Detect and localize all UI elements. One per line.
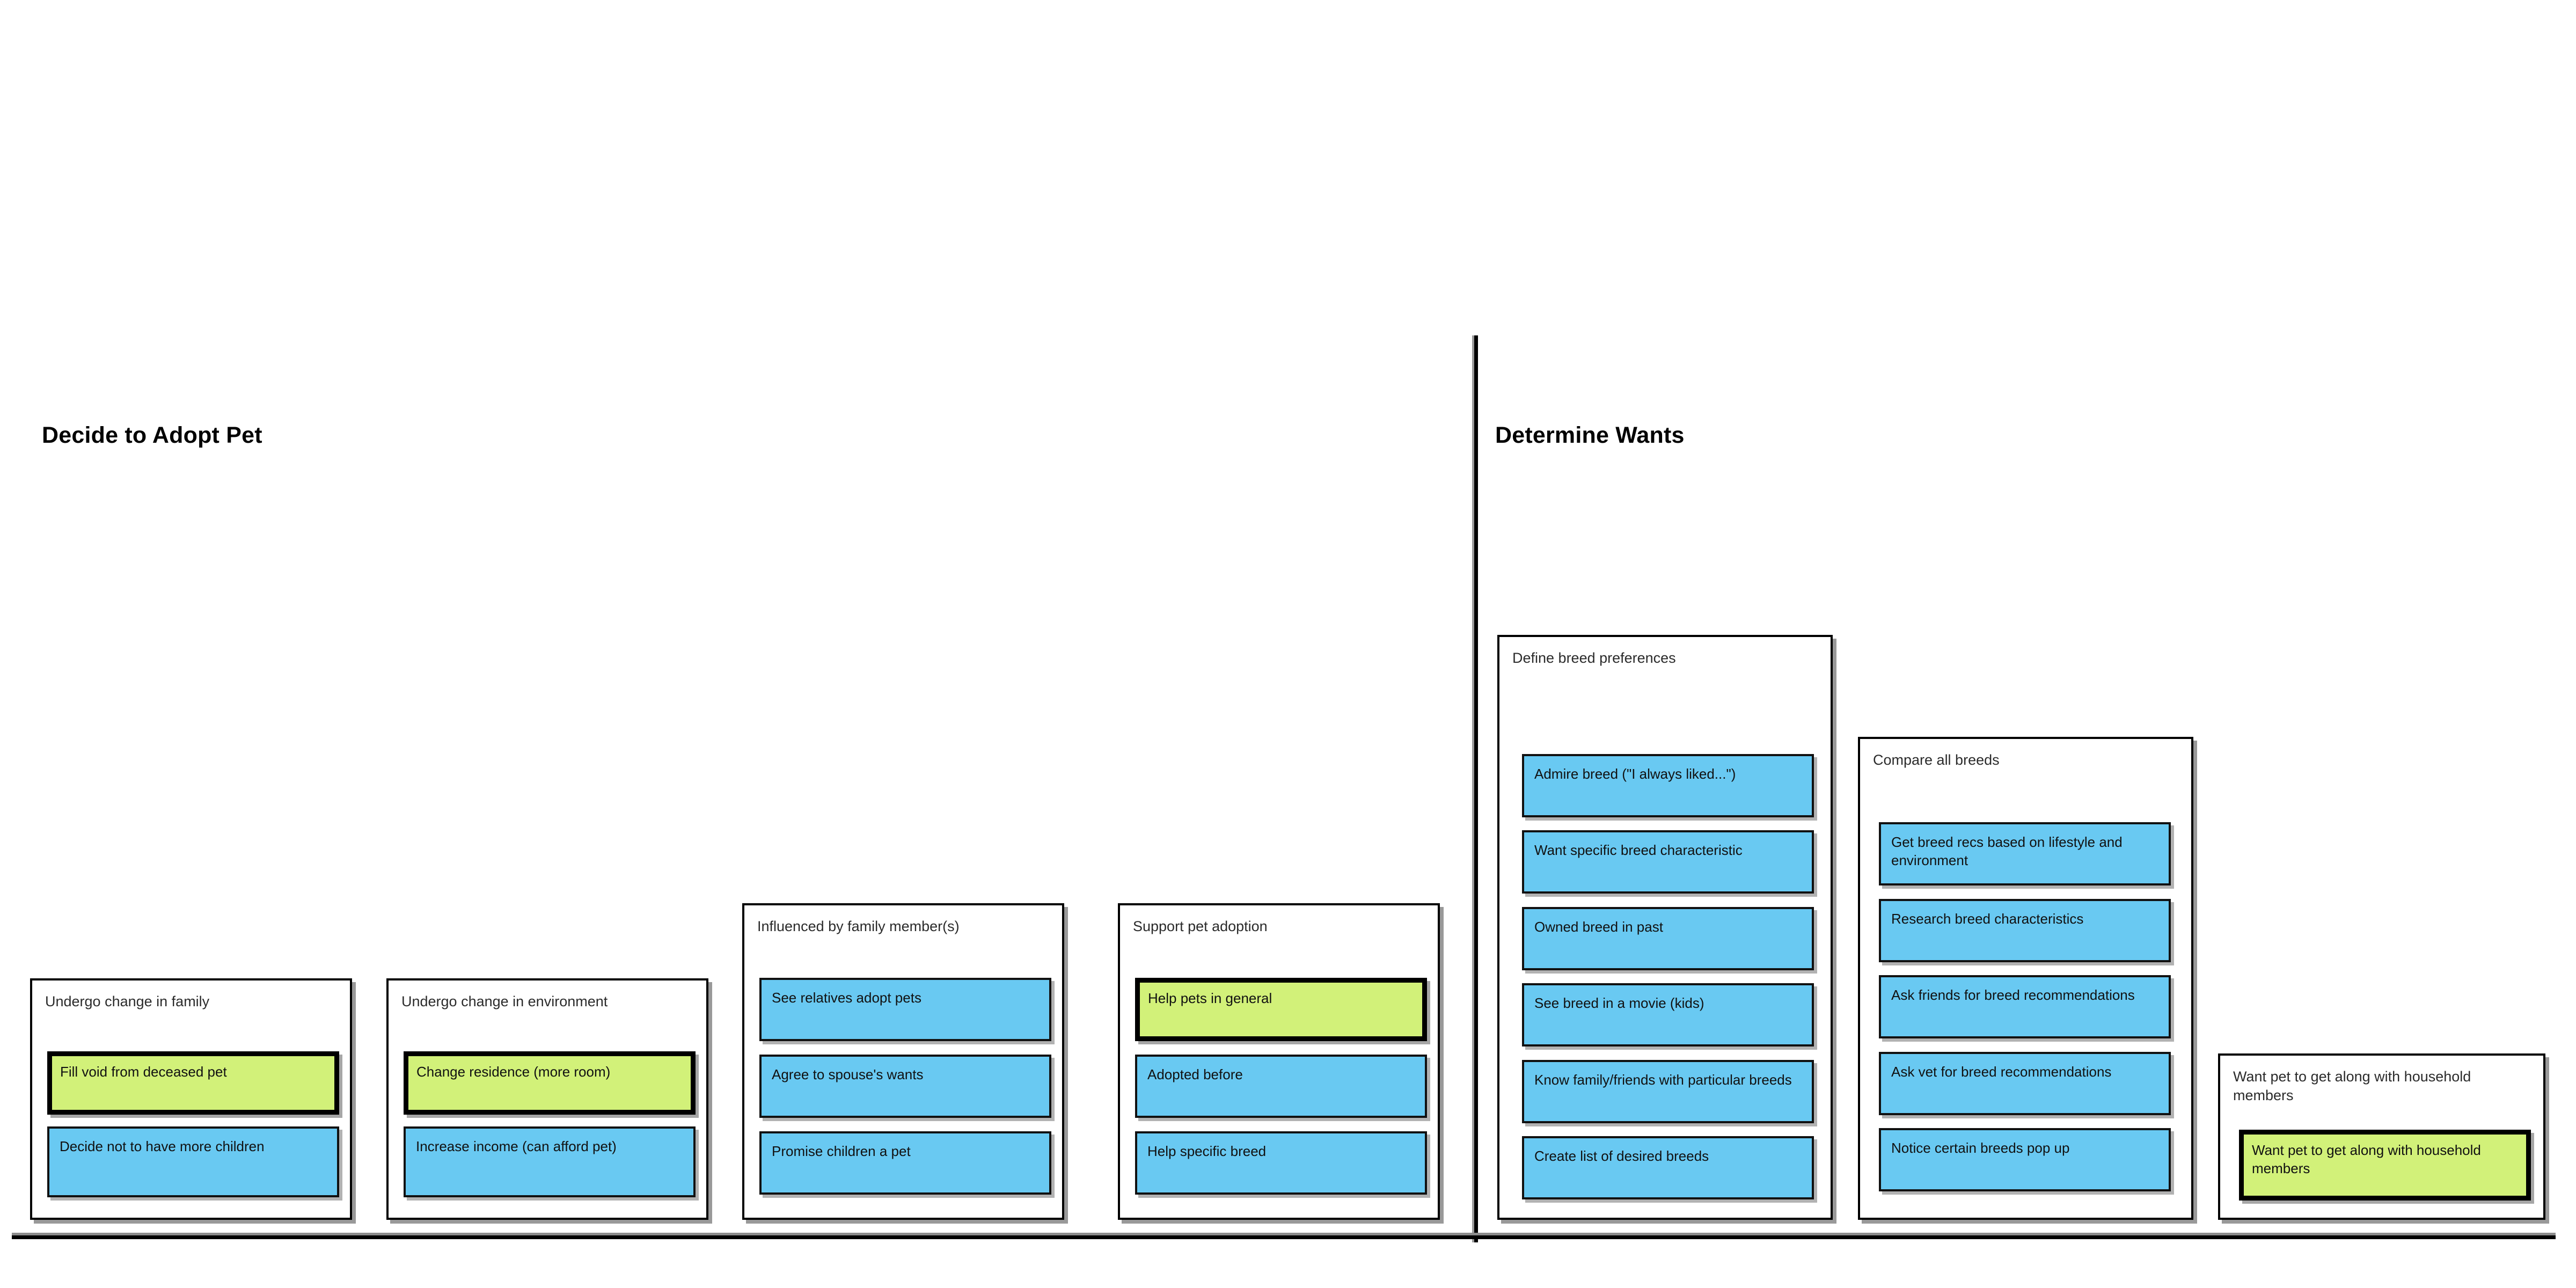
journey-card[interactable]: Agree to spouse's wants (759, 1055, 1051, 1118)
group-label-undergo-change-in-family: Undergo change in family (45, 993, 210, 1009)
journey-card-label: Want pet to get along with household mem… (2252, 1142, 2481, 1176)
journey-card-label: Change residence (more room) (416, 1064, 611, 1080)
journey-card[interactable]: Fill void from deceased pet (47, 1051, 339, 1115)
journey-card[interactable]: Know family/friends with particular bree… (1522, 1060, 1814, 1123)
journey-card-label: Decide not to have more children (60, 1138, 265, 1154)
group-label-define-breed-preferences: Define breed preferences (1512, 650, 1676, 666)
journey-card-label: Ask vet for breed recommendations (1891, 1064, 2112, 1080)
journey-card-label: Promise children a pet (772, 1143, 911, 1159)
journey-card-label: Research breed characteristics (1891, 911, 2084, 927)
journey-card[interactable]: Admire breed ("I always liked...") (1522, 754, 1814, 817)
journey-card-label: Increase income (can afford pet) (416, 1138, 617, 1154)
journey-card[interactable]: Ask friends for breed recommendations (1879, 975, 2171, 1038)
journey-card-label: Notice certain breeds pop up (1891, 1140, 2070, 1156)
journey-card[interactable]: Owned breed in past (1522, 907, 1814, 970)
journey-card[interactable]: Create list of desired breeds (1522, 1136, 1814, 1199)
journey-card[interactable]: Adopted before (1135, 1055, 1427, 1118)
journey-card[interactable]: Want pet to get along with household mem… (2239, 1130, 2531, 1201)
group-label-support-pet-adoption: Support pet adoption (1133, 918, 1268, 934)
journey-card[interactable]: Want specific breed characteristic (1522, 830, 1814, 894)
phase-title-decide-to-adopt-pet: Decide to Adopt Pet (42, 422, 262, 448)
journey-card-label: Admire breed ("I always liked...") (1534, 766, 1736, 782)
journey-baseline-rule (12, 1235, 2556, 1239)
journey-card[interactable]: See relatives adopt pets (759, 978, 1051, 1041)
journey-card[interactable]: Help specific breed (1135, 1131, 1427, 1195)
journey-card[interactable]: Increase income (can afford pet) (404, 1126, 696, 1197)
journey-card[interactable]: Notice certain breeds pop up (1879, 1128, 2171, 1191)
journey-card-label: Create list of desired breeds (1534, 1148, 1709, 1164)
journey-card-label: Help pets in general (1148, 990, 1272, 1006)
journey-card-label: Know family/friends with particular bree… (1534, 1072, 1792, 1088)
group-label-compare-all-breeds: Compare all breeds (1873, 752, 2000, 768)
journey-card[interactable]: Get breed recs based on lifestyle and en… (1879, 822, 2171, 885)
phase-title-determine-wants: Determine Wants (1495, 422, 1685, 448)
journey-card-label: Agree to spouse's wants (772, 1066, 924, 1082)
journey-card-label: Fill void from deceased pet (60, 1064, 227, 1080)
journey-card[interactable]: See breed in a movie (kids) (1522, 983, 1814, 1046)
group-label-influenced-by-family-members: Influenced by family member(s) (757, 918, 960, 934)
journey-card[interactable]: Ask vet for breed recommendations (1879, 1052, 2171, 1115)
journey-card[interactable]: Change residence (more room) (404, 1051, 696, 1115)
group-box-want-pet-to-get-along[interactable]: Want pet to get along with household mem… (2218, 1053, 2545, 1220)
journey-card-label: Ask friends for breed recommendations (1891, 987, 2135, 1003)
journey-card-label: Help specific breed (1147, 1143, 1267, 1159)
group-label-want-pet-to-get-along: Want pet to get along with household mem… (2233, 1069, 2471, 1104)
journey-card[interactable]: Research breed characteristics (1879, 899, 2171, 962)
journey-card-label: Adopted before (1147, 1066, 1243, 1082)
phase-divider-vertical (1474, 335, 1478, 1242)
group-label-undergo-change-in-environment: Undergo change in environment (401, 993, 608, 1009)
journey-card[interactable]: Promise children a pet (759, 1131, 1051, 1195)
journey-card[interactable]: Decide not to have more children (47, 1126, 339, 1197)
journey-card-label: See breed in a movie (kids) (1534, 995, 1704, 1011)
journey-card-label: See relatives adopt pets (772, 990, 921, 1006)
group-box-influenced-by-family-members[interactable]: Influenced by family member(s) See relati… (742, 903, 1064, 1220)
journey-card[interactable]: Help pets in general (1135, 978, 1427, 1041)
journey-card-label: Owned breed in past (1534, 919, 1663, 935)
journey-card-label: Get breed recs based on lifestyle and en… (1891, 834, 2123, 868)
journey-card-label: Want specific breed characteristic (1534, 842, 1743, 858)
